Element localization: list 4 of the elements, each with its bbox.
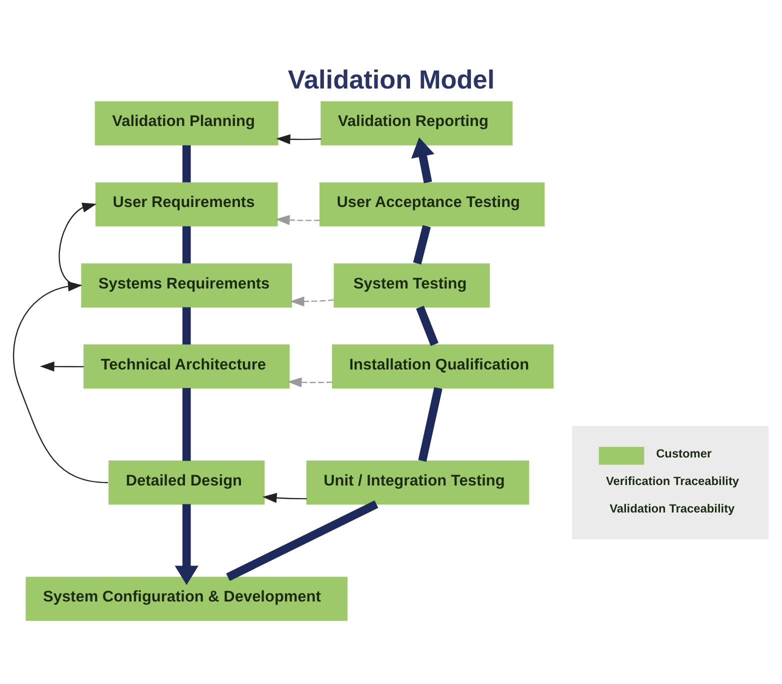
legend-label: Validation Traceability (610, 501, 735, 516)
diagram-title: Validation Model (288, 64, 495, 94)
legend-label: Verification Traceability (606, 474, 740, 488)
legend-label: Customer (656, 446, 712, 461)
